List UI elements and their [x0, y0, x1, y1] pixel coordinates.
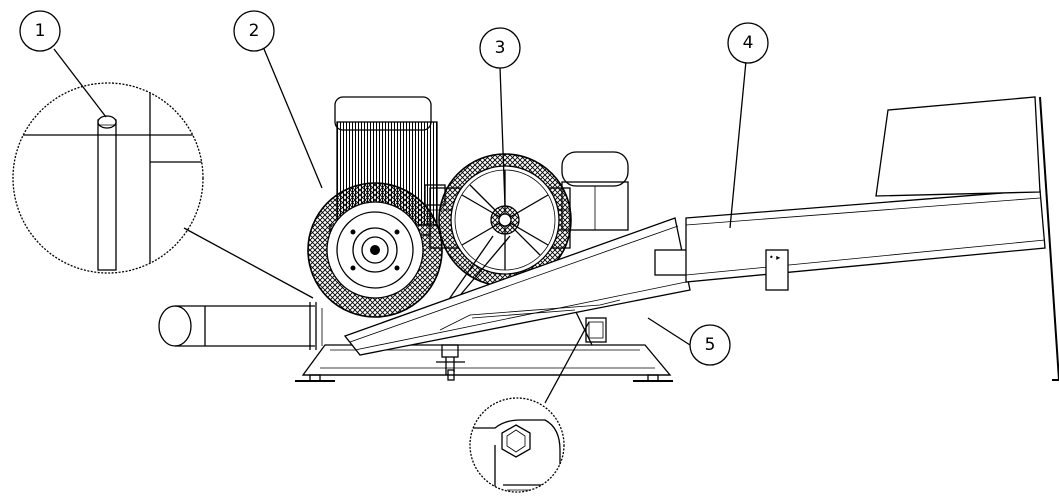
callout-4-label: 4: [743, 33, 754, 53]
callout-2: 2: [233, 10, 275, 52]
callout-2-label: 2: [249, 21, 260, 41]
spoked-wheel: [438, 153, 572, 287]
callout-5-label: 5: [705, 335, 716, 355]
callout-1-label: 1: [35, 21, 46, 41]
tilted-chute: • ◂: [343, 217, 716, 356]
callout-3-label: 3: [495, 38, 506, 58]
svg-text:• ▸: • ▸: [769, 253, 780, 262]
base-frame: [295, 344, 673, 382]
callout-5: 5: [689, 324, 731, 366]
callout-3: 3: [479, 27, 521, 69]
callout-1: 1: [19, 10, 61, 52]
detail-view-top: [12, 82, 314, 299]
leader-lines: [53, 48, 747, 346]
conveyor: • ▸: [685, 96, 1059, 381]
inlet-pipe: [158, 302, 323, 350]
crushing-roller: [307, 182, 443, 318]
detail-view-bottom: [469, 321, 590, 493]
callout-4: 4: [727, 22, 769, 64]
